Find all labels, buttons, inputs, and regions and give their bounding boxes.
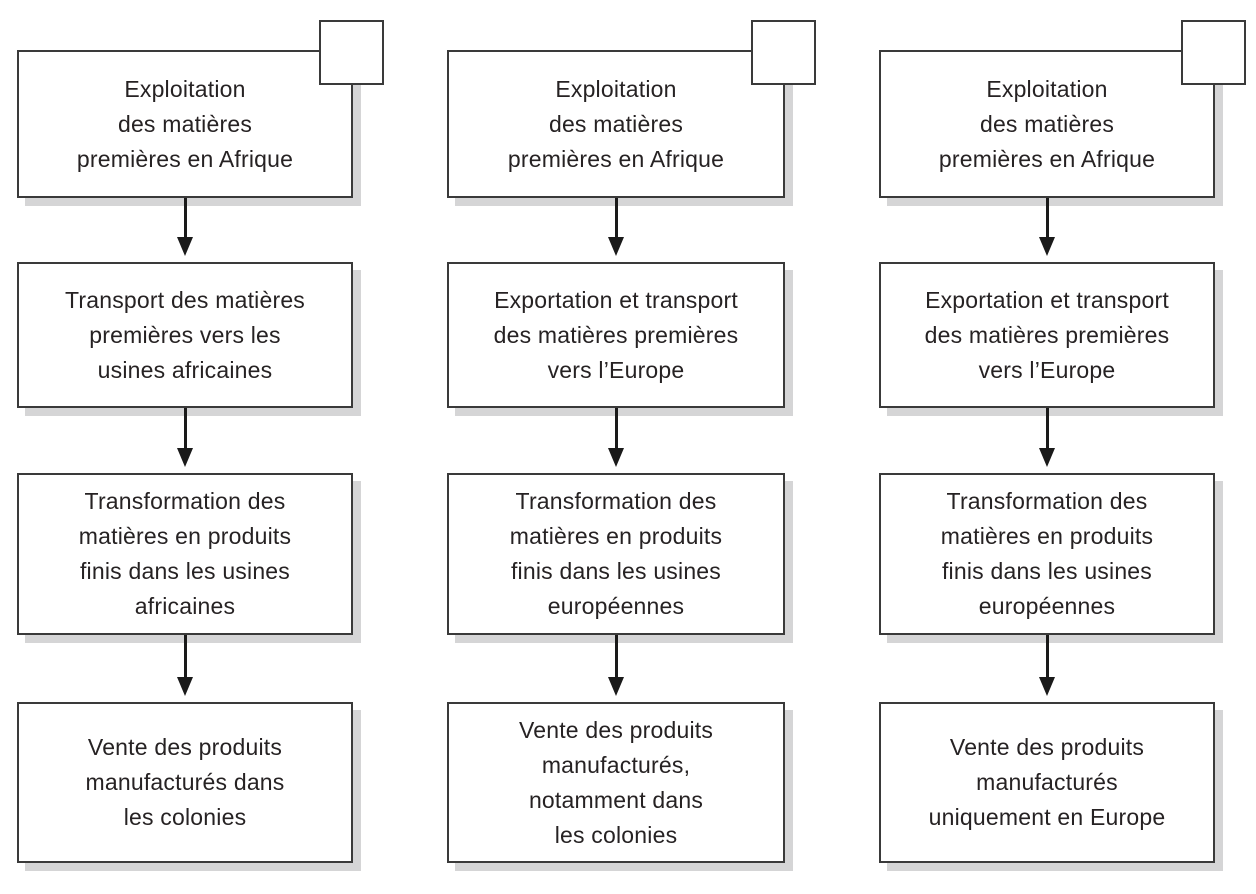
arrow-head-icon	[608, 237, 624, 256]
down-arrow	[17, 635, 353, 696]
box-text: Vente des produits manufacturés uniqueme…	[928, 734, 1166, 830]
flow-box-transport: Transport des matières premières vers le…	[17, 262, 353, 408]
down-arrow	[447, 408, 785, 467]
flow-box-exploitation: Exploitation des matières premières en A…	[879, 20, 1246, 198]
flow-column-3: Exploitation des matières premières en A…	[879, 0, 1246, 894]
flow-box-exportation: Exportation et transport des matières pr…	[879, 262, 1215, 408]
arrow-head-icon	[608, 677, 624, 696]
answer-checkbox[interactable]	[319, 20, 384, 85]
answer-checkbox[interactable]	[1181, 20, 1246, 85]
down-arrow	[879, 635, 1215, 696]
flow-box-transformation: Transformation des matières en produits …	[879, 473, 1215, 635]
box-text: Vente des produits manufacturés dans les…	[85, 734, 285, 830]
arrow-line	[614, 198, 618, 241]
arrow-head-icon	[608, 448, 624, 467]
flow-box-transformation: Transformation des matières en produits …	[447, 473, 785, 635]
box-text: Exportation et transport des matières pr…	[493, 286, 739, 383]
box-text: Transformation des matières en produits …	[78, 488, 292, 619]
box-text: Exploitation des matières premières en A…	[938, 75, 1156, 172]
down-arrow	[879, 198, 1215, 256]
flow-column-1: Exploitation des matières premières en A…	[17, 0, 384, 894]
box-text: Transformation des matières en produits …	[509, 488, 723, 619]
arrow-line	[1045, 408, 1049, 452]
arrow-head-icon	[177, 677, 193, 696]
box-text: Exploitation des matières premières en A…	[76, 75, 294, 172]
arrow-line	[183, 408, 187, 452]
flow-box-exploitation: Exploitation des matières premières en A…	[447, 20, 816, 198]
arrow-head-icon	[177, 237, 193, 256]
box-text: Vente des produits manufacturés, notamme…	[518, 716, 714, 848]
down-arrow	[447, 198, 785, 256]
box-text: Exportation et transport des matières pr…	[924, 286, 1170, 383]
arrow-line	[614, 635, 618, 681]
flow-column-2: Exploitation des matières premières en A…	[447, 0, 816, 894]
down-arrow	[447, 635, 785, 696]
flow-box-exploitation: Exploitation des matières premières en A…	[17, 20, 384, 198]
arrow-line	[1045, 635, 1049, 681]
flow-box-transformation: Transformation des matières en produits …	[17, 473, 353, 635]
down-arrow	[17, 408, 353, 467]
arrow-line	[614, 408, 618, 452]
arrow-line	[183, 198, 187, 241]
down-arrow	[879, 408, 1215, 467]
arrow-head-icon	[1039, 677, 1055, 696]
arrow-head-icon	[177, 448, 193, 467]
arrow-line	[1045, 198, 1049, 241]
flow-box-vente: Vente des produits manufacturés, notamme…	[447, 702, 785, 863]
down-arrow	[17, 198, 353, 256]
box-text: Transport des matières premières vers le…	[64, 286, 306, 383]
flow-box-vente: Vente des produits manufacturés dans les…	[17, 702, 353, 863]
arrow-head-icon	[1039, 237, 1055, 256]
box-text: Transformation des matières en produits …	[940, 488, 1154, 619]
box-text: Exploitation des matières premières en A…	[507, 75, 725, 172]
arrow-head-icon	[1039, 448, 1055, 467]
arrow-line	[183, 635, 187, 681]
answer-checkbox[interactable]	[751, 20, 816, 85]
flow-box-exportation: Exportation et transport des matières pr…	[447, 262, 785, 408]
flow-box-vente: Vente des produits manufacturés uniqueme…	[879, 702, 1215, 863]
